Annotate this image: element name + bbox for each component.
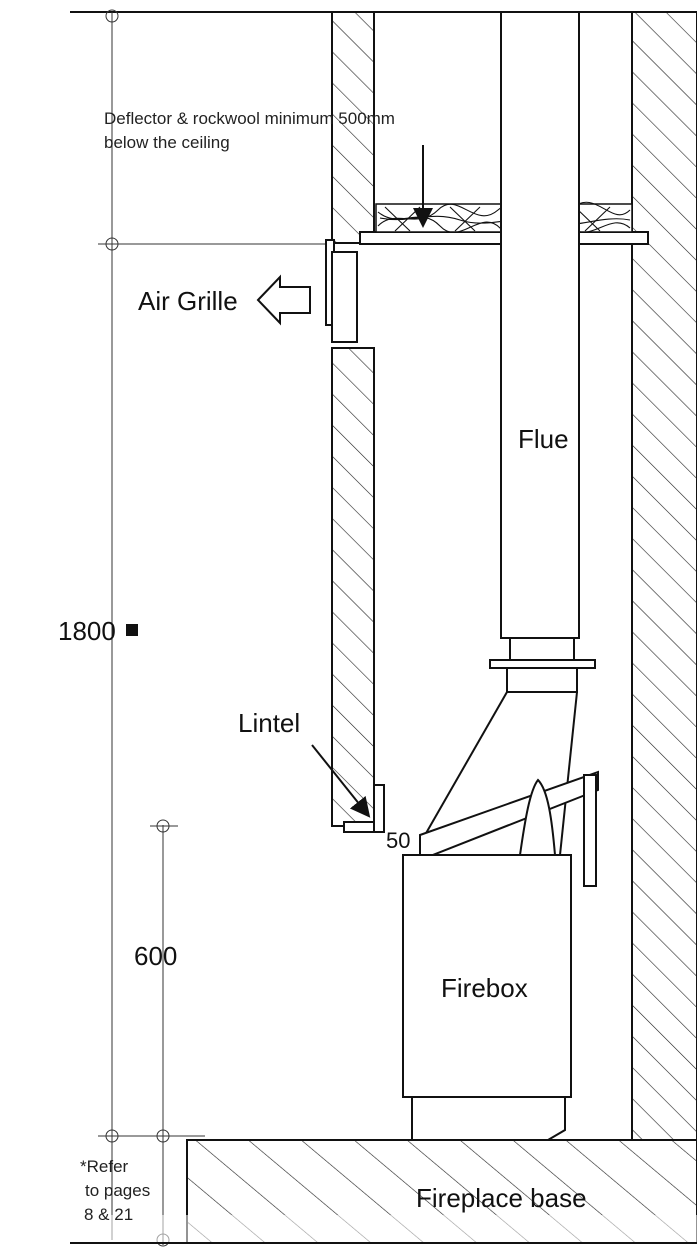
lintel-upright	[373, 784, 385, 833]
wall-lower	[331, 347, 375, 827]
deflector-label-line1: Deflector & rockwool minimum 500mm	[104, 109, 395, 128]
flue-label: Flue	[518, 424, 569, 454]
firebox-handle	[518, 778, 557, 856]
deflector-label-line2: below the ceiling	[104, 133, 230, 152]
dim-600-label: 600	[134, 941, 177, 971]
dim-marker-top	[105, 9, 119, 23]
dim-1800-square-icon	[126, 624, 138, 636]
lintel-pointer	[311, 744, 371, 818]
wall-upper	[331, 11, 375, 244]
firebox-top-baffle	[419, 770, 599, 862]
flue-collar	[509, 637, 575, 661]
flue-pipe	[500, 11, 580, 639]
flue-taper-right	[559, 691, 578, 856]
dim-50-label: 50	[386, 828, 410, 853]
right-wall	[631, 11, 697, 1141]
air-grille-arrow	[256, 274, 311, 326]
firebox-body	[402, 854, 572, 1098]
refer-note-line2: to pages	[85, 1181, 150, 1200]
flue-flange	[489, 659, 596, 669]
air-grille-label: Air Grille	[138, 286, 238, 316]
air-grille-body	[331, 251, 358, 343]
dim-1800-label: 1800	[58, 616, 116, 646]
floor-fade	[0, 1215, 697, 1243]
firebox-base	[411, 1096, 566, 1141]
flue-spigot	[506, 667, 578, 693]
refer-note-line1: *Refer	[80, 1157, 129, 1176]
refer-note-line3: 8 & 21	[84, 1205, 133, 1224]
flue-taper-left	[424, 691, 508, 836]
fireplace-base-label: Fireplace base	[416, 1183, 587, 1213]
firebox-label: Firebox	[441, 973, 528, 1003]
firebox-rod	[583, 774, 597, 887]
lintel-label: Lintel	[238, 708, 300, 738]
